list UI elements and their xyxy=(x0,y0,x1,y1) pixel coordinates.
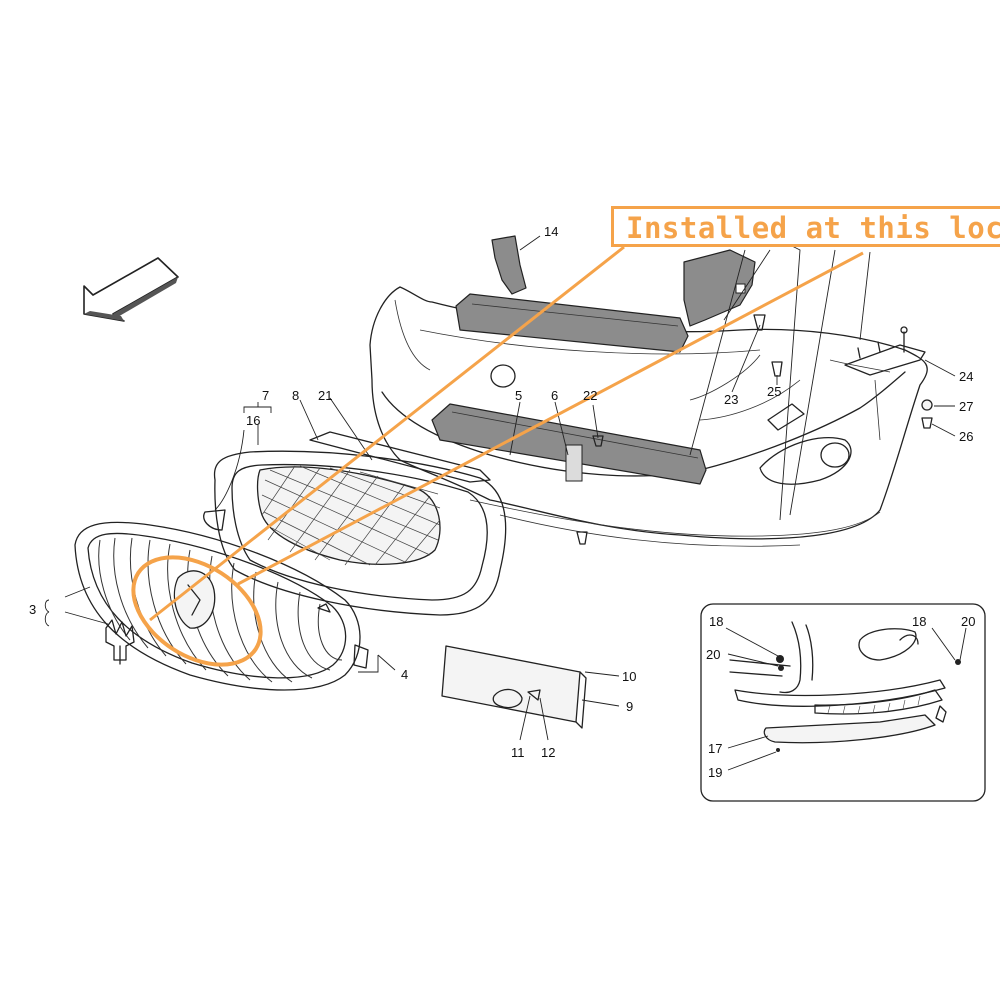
right-bracket xyxy=(683,249,756,327)
trident-emblem xyxy=(105,619,135,665)
grille-bezel xyxy=(203,431,507,616)
label-8: 8 xyxy=(292,388,299,403)
label-10: 10 xyxy=(622,669,636,684)
label-25: 25 xyxy=(767,384,781,399)
label-26: 26 xyxy=(959,429,973,444)
label-21: 21 xyxy=(318,388,332,403)
inset-label-20-right: 20 xyxy=(961,614,975,629)
inset-label-18-left: 18 xyxy=(709,614,723,629)
label-24: 24 xyxy=(959,369,973,384)
label-3: 3 xyxy=(29,602,36,617)
label-14: 14 xyxy=(544,224,558,239)
main-grille xyxy=(74,521,369,691)
label-5: 5 xyxy=(515,388,522,403)
inset-detail: 18 20 18 20 17 19 xyxy=(700,603,986,802)
label-4: 4 xyxy=(401,667,408,682)
label-7: 7 xyxy=(262,388,269,403)
label-12: 12 xyxy=(541,745,555,760)
inset-label-20-left: 20 xyxy=(706,647,720,662)
label-23: 23 xyxy=(724,392,738,407)
inset-label-18-right: 18 xyxy=(912,614,926,629)
label-9: 9 xyxy=(626,699,633,714)
callout-highlight xyxy=(131,245,864,667)
label-6: 6 xyxy=(551,388,558,403)
lower-crossmember xyxy=(431,403,707,485)
inset-label-19: 19 xyxy=(708,765,722,780)
callout-text: Installed at this locat xyxy=(626,211,1000,245)
label-27: 27 xyxy=(959,399,973,414)
direction-arrow-icon xyxy=(83,257,179,322)
inset-label-17: 17 xyxy=(708,741,722,756)
callout-box: Installed at this locat xyxy=(611,206,1000,247)
leader-lines xyxy=(44,229,956,741)
part-number-labels: 3 4 5 6 7 8 9 10 11 12 14 16 21 22 23 24… xyxy=(29,224,973,760)
right-fasteners xyxy=(576,314,933,545)
label-11: 11 xyxy=(511,745,525,760)
license-plate-holder xyxy=(441,645,587,729)
label-22: 22 xyxy=(583,388,597,403)
part-14-air-duct xyxy=(491,235,541,295)
label-16: 16 xyxy=(246,413,260,428)
upper-crossmember xyxy=(455,293,689,353)
